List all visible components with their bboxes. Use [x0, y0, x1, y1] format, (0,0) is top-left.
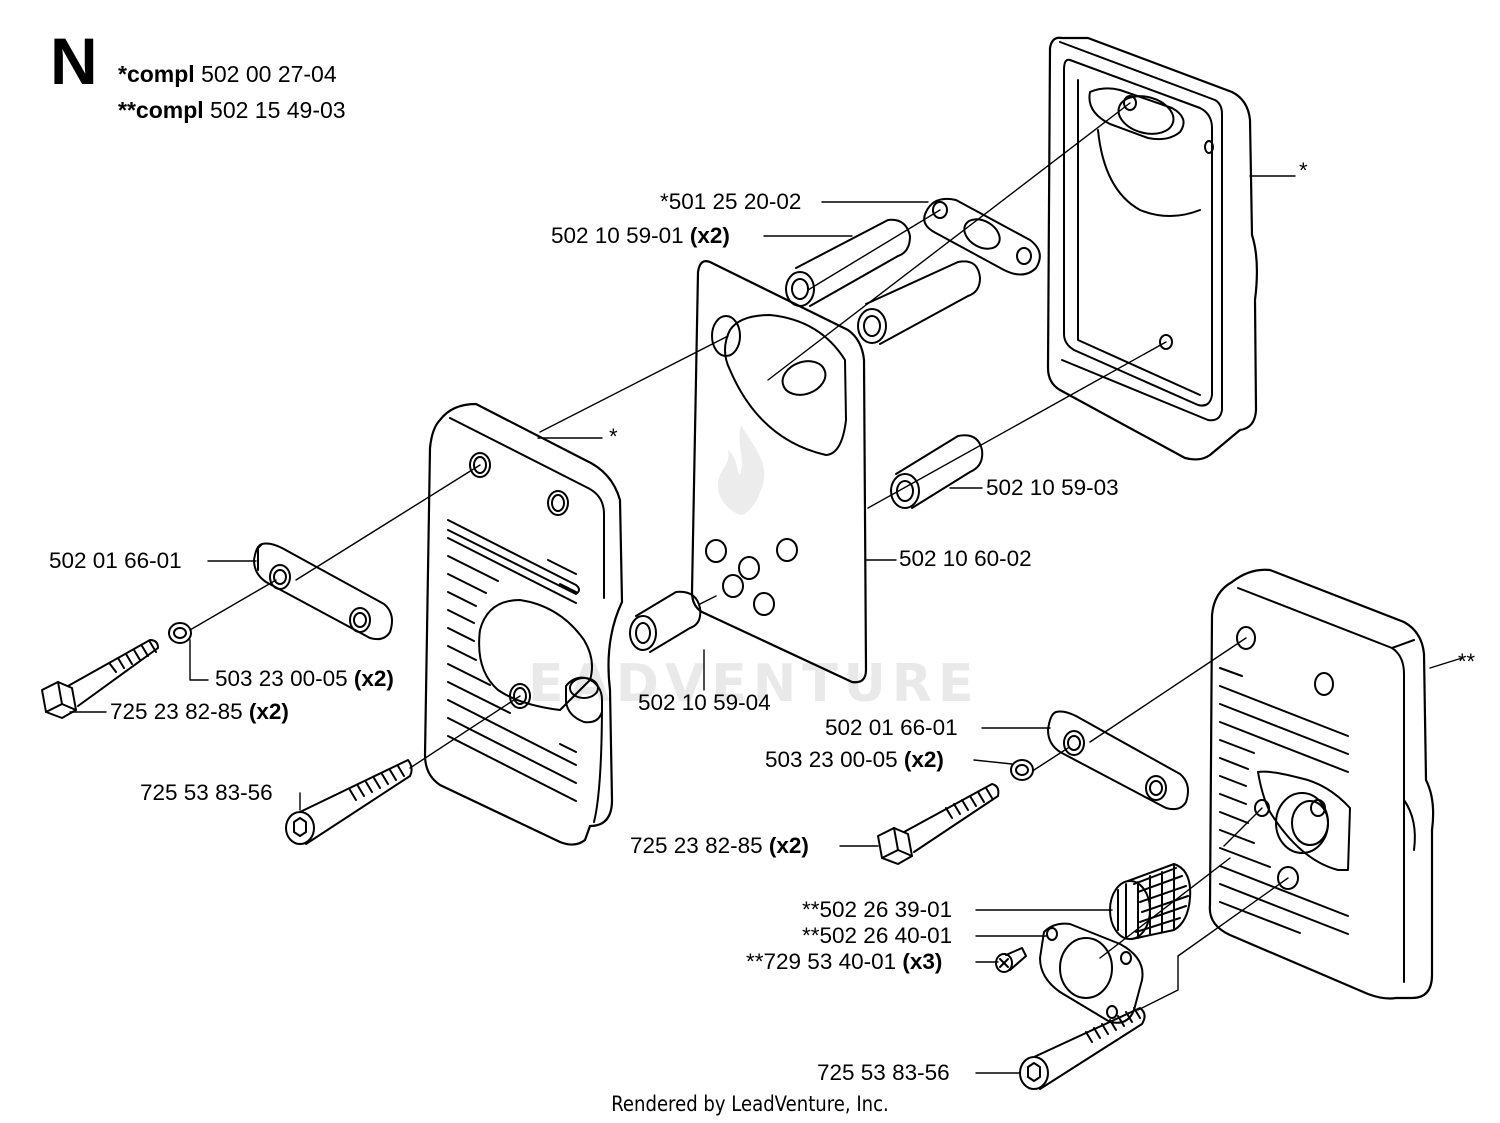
- front-muffler-cover: [423, 402, 624, 846]
- part-number: 502 10 59-01: [551, 223, 684, 248]
- part-number: 502 01 66-01: [825, 715, 958, 740]
- spacer-tubes-pair: [785, 218, 981, 345]
- part-quantity: (x3): [902, 949, 943, 974]
- part-number: 503 23 00-05: [215, 666, 348, 691]
- callout-plate[interactable]: 502 10 60-02: [899, 546, 1032, 572]
- long-bolt-left: [285, 759, 413, 845]
- complete-assembly-1: *compl 502 00 27-04: [118, 60, 337, 88]
- callout-bolt-right[interactable]: 725 23 82-85 (x2): [630, 833, 809, 859]
- callout-bolt-left[interactable]: 725 23 82-85 (x2): [110, 699, 289, 725]
- part-number: 502 01 66-01: [49, 548, 182, 573]
- callout-spacer-03[interactable]: 502 10 59-03: [986, 475, 1119, 501]
- part-number: **502 26 39-01: [802, 897, 953, 922]
- callout-screw[interactable]: **729 53 40-01 (x3): [746, 949, 942, 975]
- part-number: 725 53 83-56: [817, 1060, 950, 1085]
- part-number: 725 23 82-85: [110, 699, 243, 724]
- complete-assembly-2: **compl 502 15 49-03: [118, 96, 346, 124]
- part-number: 502 10 59-03: [986, 475, 1119, 500]
- part-number: 502 10 60-02: [899, 546, 1032, 571]
- part-number: **502 26 40-01: [802, 923, 953, 948]
- callout-washer-right[interactable]: 503 23 00-05 (x2): [765, 747, 944, 773]
- spacer-tube-04: [629, 590, 702, 653]
- muffler-assembly: [1208, 568, 1435, 1000]
- part-number: *501 25 20-02: [660, 189, 802, 214]
- assembly-lines: [189, 102, 1289, 1011]
- washer-left: [168, 622, 192, 644]
- part-number: **729 53 40-01: [746, 949, 897, 974]
- compl-prefix-2: **compl: [118, 97, 204, 123]
- callout-long-bolt-right[interactable]: 725 53 83-56: [817, 1060, 950, 1086]
- part-quantity: (x2): [353, 666, 394, 691]
- callout-strap-left[interactable]: 502 01 66-01: [49, 548, 182, 574]
- callout-gasket[interactable]: *501 25 20-02: [660, 189, 801, 215]
- bolt-right: [877, 783, 1000, 865]
- part-number: 502 10 59-04: [638, 690, 771, 715]
- heat-shield-plate: [690, 260, 868, 684]
- callout-washer-left[interactable]: 503 23 00-05 (x2): [215, 666, 394, 692]
- part-quantity: (x2): [689, 223, 730, 248]
- callout-front-cover-star: *: [609, 424, 618, 449]
- part-number: 503 23 00-05: [765, 747, 898, 772]
- part-quantity: (x2): [903, 747, 944, 772]
- footer-credit: Rendered by LeadVenture, Inc.: [611, 1092, 889, 1116]
- part-number: 725 53 83-56: [140, 780, 273, 805]
- section-letter: N: [50, 24, 98, 98]
- strap-left: [253, 542, 393, 641]
- watermark-flame-icon: [717, 425, 765, 515]
- callout-long-bolt-left[interactable]: 725 53 83-56: [140, 780, 273, 806]
- compl-number-2: 502 15 49-03: [210, 97, 346, 123]
- rear-muffler-cover: [1046, 36, 1258, 461]
- bolt-left: [41, 639, 159, 719]
- callout-muffler-star: **: [1458, 649, 1476, 674]
- exhaust-gasket: [923, 197, 1041, 276]
- part-quantity: (x2): [768, 833, 809, 858]
- callout-deflector[interactable]: **502 26 40-01: [802, 923, 952, 949]
- spacer-tube-03: [890, 434, 984, 509]
- spark-arrestor-screen: [1109, 863, 1192, 940]
- strap-right: [1047, 710, 1189, 811]
- callout-strap-right[interactable]: 502 01 66-01: [825, 715, 958, 741]
- callout-spacer-04[interactable]: 502 10 59-04: [638, 690, 771, 716]
- callout-spacer-x2[interactable]: 502 10 59-01 (x2): [551, 223, 730, 249]
- callout-rear-cover-star: *: [1299, 158, 1308, 183]
- part-quantity: (x2): [248, 699, 289, 724]
- callout-screen[interactable]: **502 26 39-01: [802, 897, 952, 923]
- screw: [995, 947, 1027, 973]
- leader-lines: [69, 175, 1463, 1074]
- part-number: 725 23 82-85: [630, 833, 763, 858]
- compl-number-1: 502 00 27-04: [201, 61, 337, 87]
- washer-right: [1010, 759, 1034, 781]
- compl-prefix-1: *compl: [118, 61, 195, 87]
